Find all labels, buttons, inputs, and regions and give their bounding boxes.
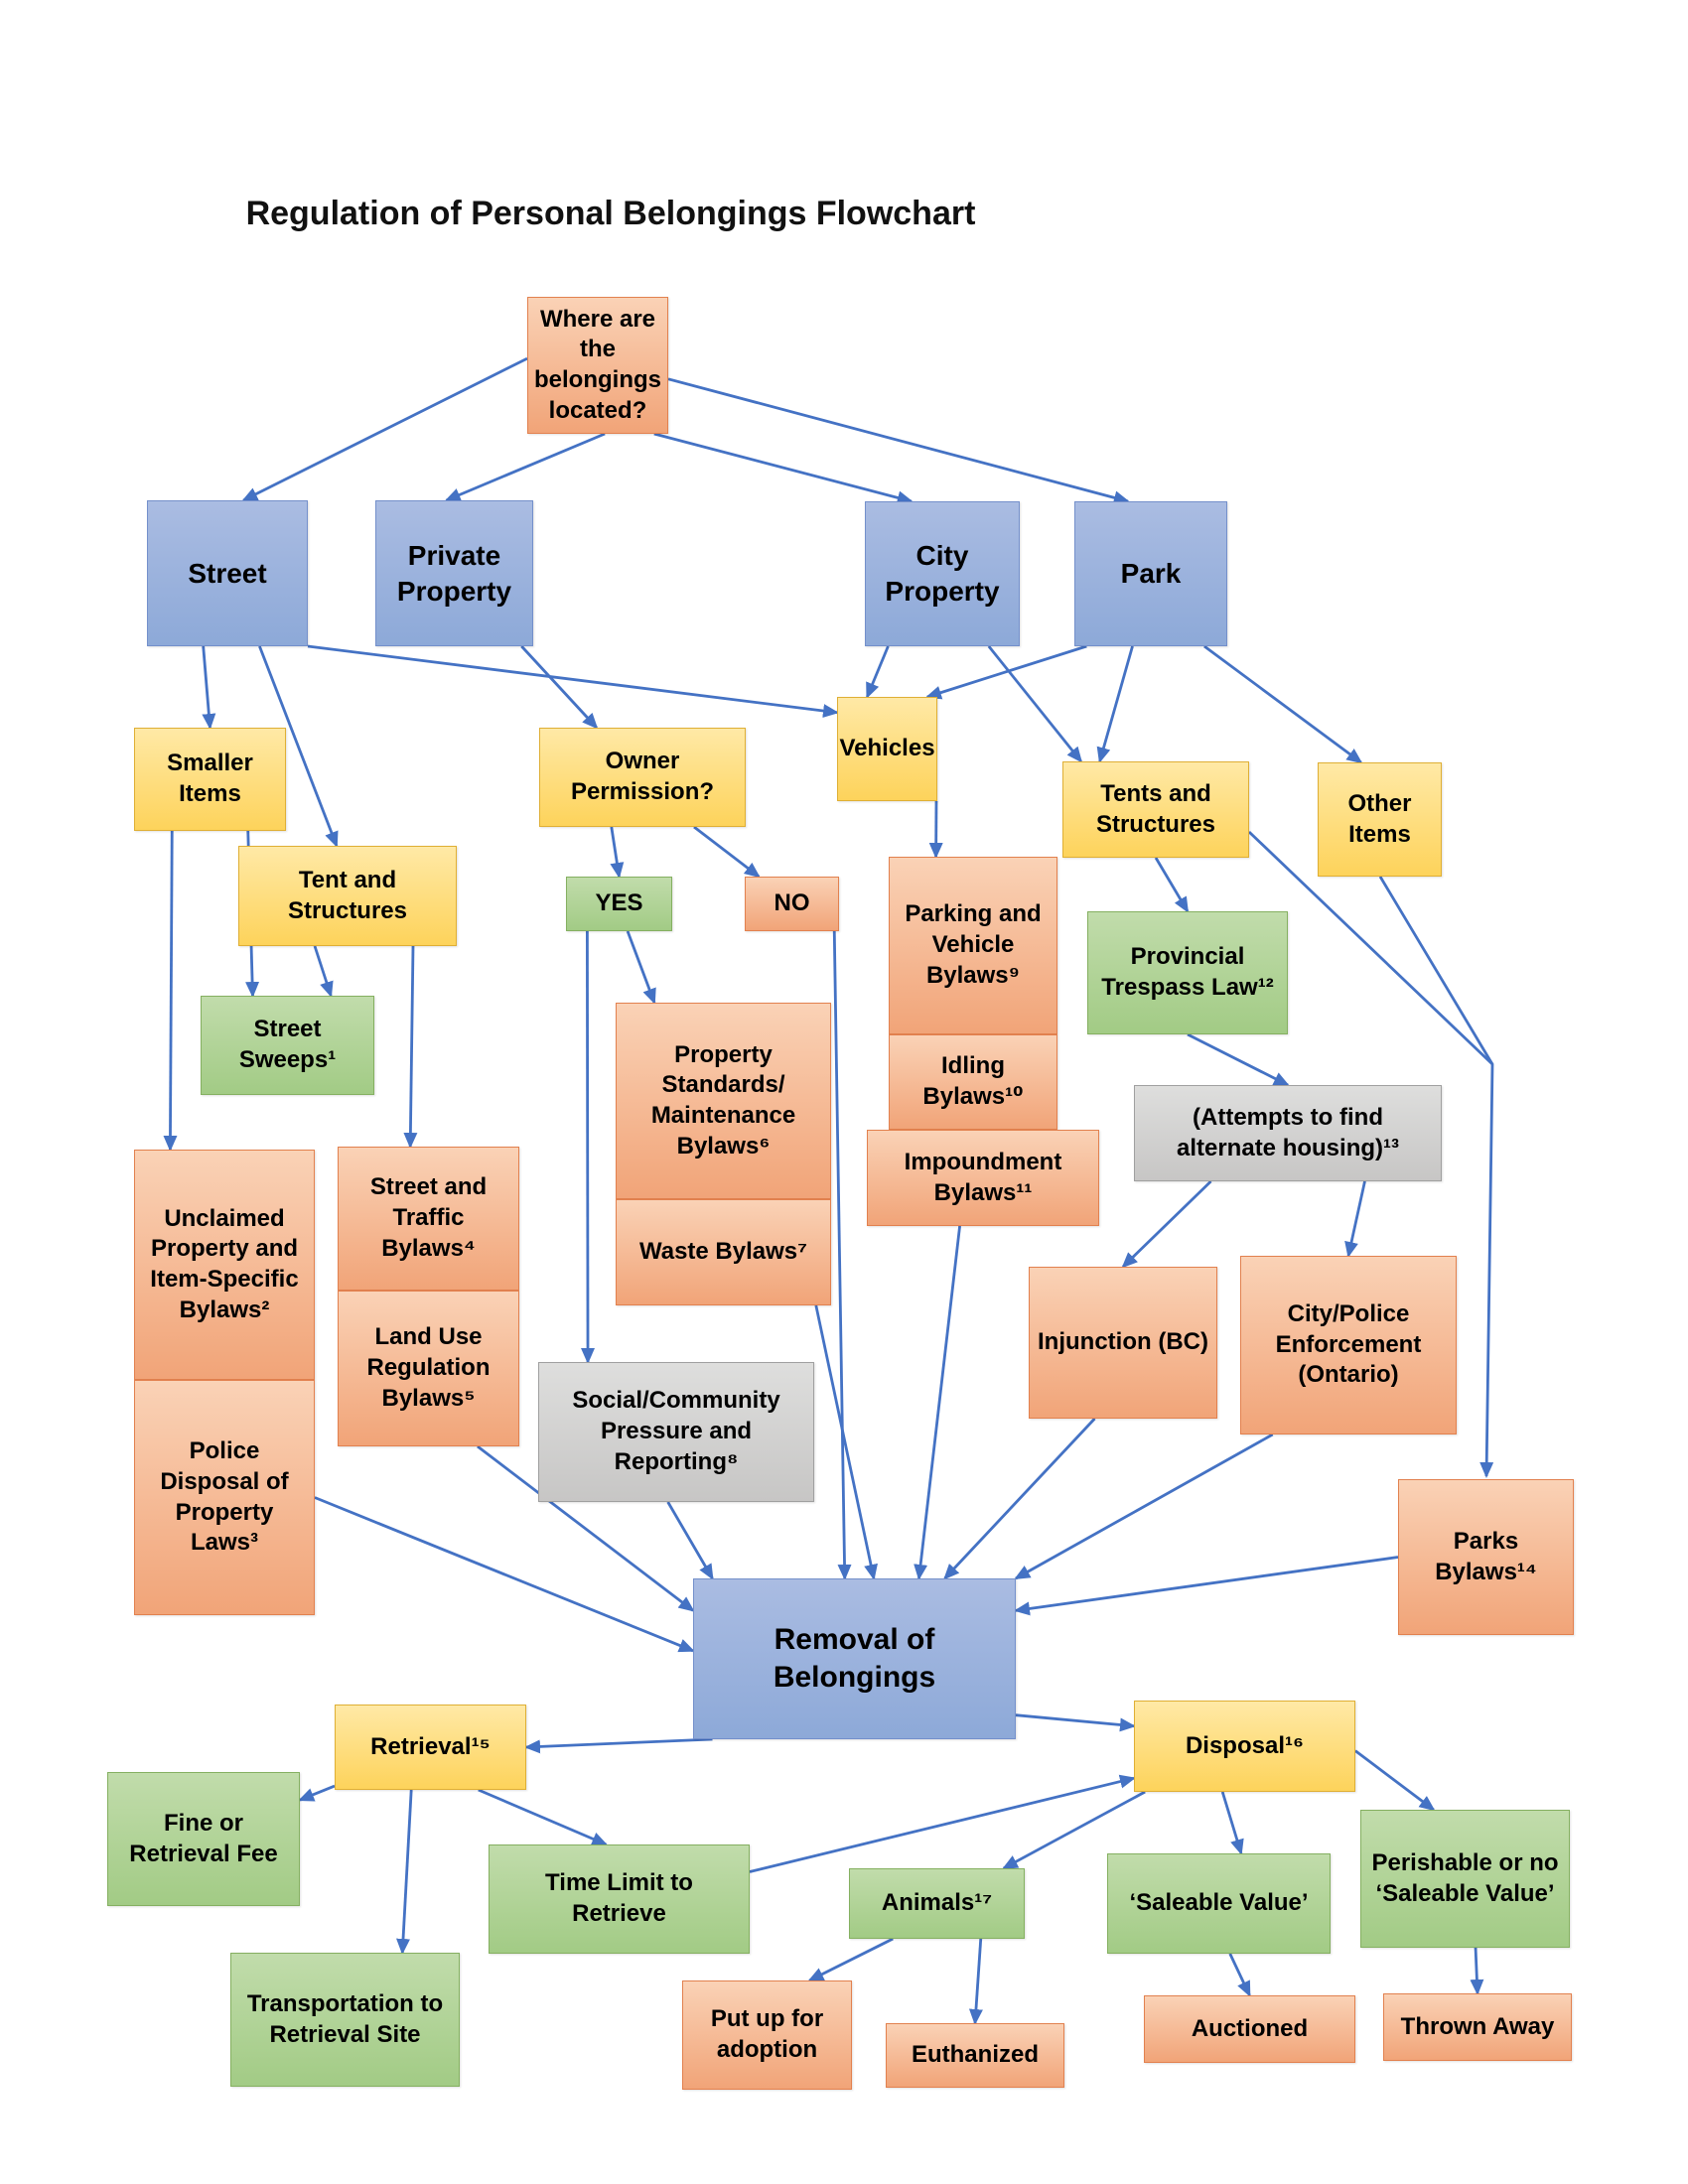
node-animals: Animals¹⁷ bbox=[849, 1868, 1025, 1939]
node-fine: Fine or Retrieval Fee bbox=[107, 1772, 300, 1906]
edge-animals-to-put-up bbox=[807, 1937, 894, 1982]
node-saleable: ‘Saleable Value’ bbox=[1107, 1853, 1331, 1954]
edge-time-limit-to-disposal bbox=[749, 1774, 1136, 1873]
edge-other-to-parks-bylaws bbox=[1378, 876, 1494, 1478]
edge-smaller-to-unclaimed bbox=[163, 830, 178, 1152]
edge-retrieval-to-time-limit bbox=[478, 1788, 609, 1846]
edge-where-to-city bbox=[653, 432, 914, 505]
edge-yes-to-social bbox=[581, 930, 596, 1364]
node-transportation: Transportation to Retrieval Site bbox=[230, 1953, 460, 2087]
node-tent-left: Tent and Structures bbox=[238, 846, 457, 946]
edge-street-to-smaller bbox=[202, 645, 216, 730]
edge-street-to-vehicles bbox=[307, 644, 839, 718]
edge-disposal-to-saleable bbox=[1220, 1791, 1244, 1855]
node-prop-standards: Property Standards/ Maintenance Bylaws⁶ bbox=[616, 1003, 831, 1199]
edge-attempts-to-city-police bbox=[1344, 1180, 1366, 1258]
node-other: Other Items bbox=[1318, 762, 1442, 877]
node-street-traffic: Street and Traffic Bylaws⁴ bbox=[338, 1147, 519, 1291]
edge-tents-right-to-parks-bylaws bbox=[1248, 830, 1493, 1066]
edge-where-to-street bbox=[241, 356, 528, 502]
edge-park-to-tents-right bbox=[1096, 645, 1134, 763]
edge-tent-left-to-street-traffic bbox=[403, 945, 418, 1149]
edge-provincial-to-attempts bbox=[1187, 1032, 1290, 1087]
edge-city-to-vehicles bbox=[866, 645, 890, 699]
node-thrown: Thrown Away bbox=[1383, 1993, 1572, 2061]
edge-impoundment-to-removal bbox=[914, 1225, 961, 1580]
node-no: NO bbox=[745, 877, 839, 931]
node-street: Street bbox=[147, 500, 308, 646]
node-city-police: City/Police Enforcement (Ontario) bbox=[1240, 1256, 1457, 1434]
edge-park-to-vehicles bbox=[924, 644, 1087, 700]
edge-police-disposal-to-removal bbox=[314, 1496, 695, 1653]
node-vehicles: Vehicles bbox=[837, 697, 937, 801]
edge-retrieval-to-transportation bbox=[396, 1789, 413, 1955]
node-unclaimed: Unclaimed Property and Item-Specific Byl… bbox=[134, 1150, 315, 1380]
node-social: Social/Community Pressure and Reporting⁸ bbox=[538, 1362, 814, 1502]
edge-tent-left-to-sweeps bbox=[313, 945, 334, 998]
node-removal: Removal of Belongings bbox=[693, 1578, 1016, 1739]
node-yes: YES bbox=[566, 877, 672, 931]
edge-tents-right-to-provincial bbox=[1154, 857, 1190, 913]
edge-owner-to-yes bbox=[610, 826, 625, 879]
node-disposal: Disposal¹⁶ bbox=[1134, 1701, 1355, 1792]
node-time-limit: Time Limit to Retrieve bbox=[489, 1844, 750, 1954]
node-where: Where are the belongings located? bbox=[527, 297, 668, 434]
node-perishable: Perishable or no ‘Saleable Value’ bbox=[1360, 1810, 1570, 1948]
node-attempts: (Attempts to find alternate housing)¹³ bbox=[1134, 1085, 1442, 1181]
node-waste: Waste Bylaws⁷ bbox=[616, 1199, 831, 1305]
edge-street-to-tent-left bbox=[258, 645, 339, 848]
edge-retrieval-to-fine bbox=[298, 1784, 336, 1802]
node-put-up: Put up for adoption bbox=[682, 1980, 852, 2090]
node-police-disposal: Police Disposal of Property Laws³ bbox=[134, 1380, 315, 1615]
edge-waste-to-removal bbox=[814, 1304, 878, 1580]
node-parks-bylaws: Parks Bylaws¹⁴ bbox=[1398, 1479, 1574, 1635]
edge-saleable-to-auctioned bbox=[1228, 1953, 1251, 1997]
edge-injunction-to-removal bbox=[943, 1418, 1096, 1580]
edge-no-to-removal bbox=[832, 930, 852, 1580]
edge-where-to-private bbox=[444, 432, 606, 502]
node-provincial: Provincial Trespass Law¹² bbox=[1087, 911, 1288, 1034]
edge-removal-to-retrieval bbox=[524, 1737, 713, 1754]
edge-private-to-owner bbox=[520, 645, 599, 730]
edge-city-police-to-removal bbox=[1014, 1433, 1274, 1580]
node-idling: Idling Bylaws¹⁰ bbox=[889, 1034, 1057, 1130]
edge-owner-to-no bbox=[693, 825, 761, 879]
edge-land-use-to-removal bbox=[477, 1444, 695, 1612]
edge-perishable-to-thrown bbox=[1470, 1947, 1484, 1995]
edge-animals-to-euthanized bbox=[968, 1938, 983, 2025]
node-sweeps: Street Sweeps¹ bbox=[201, 996, 374, 1095]
node-parking: Parking and Vehicle Bylaws⁹ bbox=[889, 857, 1057, 1034]
node-city: City Property bbox=[865, 501, 1020, 646]
node-auctioned: Auctioned bbox=[1144, 1995, 1355, 2063]
edge-removal-to-disposal bbox=[1015, 1713, 1136, 1732]
node-retrieval: Retrieval¹⁵ bbox=[335, 1705, 526, 1790]
node-owner: Owner Permission? bbox=[539, 728, 746, 827]
node-impoundment: Impoundment Bylaws¹¹ bbox=[867, 1130, 1099, 1226]
edge-disposal-to-perishable bbox=[1354, 1749, 1436, 1812]
node-land-use: Land Use Regulation Bylaws⁵ bbox=[338, 1291, 519, 1446]
page-title: Regulation of Personal Belongings Flowch… bbox=[245, 195, 976, 232]
node-euthanized: Euthanized bbox=[886, 2023, 1064, 2088]
edge-social-to-removal bbox=[666, 1501, 714, 1580]
node-tents-right: Tents and Structures bbox=[1062, 761, 1249, 858]
edge-parks-bylaws-to-removal bbox=[1014, 1556, 1399, 1616]
edge-park-to-other bbox=[1203, 644, 1363, 764]
node-smaller: Smaller Items bbox=[134, 728, 286, 831]
edge-where-to-park bbox=[667, 377, 1130, 505]
node-park: Park bbox=[1074, 501, 1227, 646]
node-injunction: Injunction (BC) bbox=[1029, 1267, 1217, 1419]
edge-city-to-tents-right bbox=[987, 645, 1083, 763]
edge-disposal-to-animals bbox=[1002, 1790, 1146, 1870]
edge-yes-to-prop-standards bbox=[626, 930, 656, 1005]
node-private: Private Property bbox=[375, 500, 533, 646]
edge-attempts-to-injunction bbox=[1121, 1179, 1212, 1269]
